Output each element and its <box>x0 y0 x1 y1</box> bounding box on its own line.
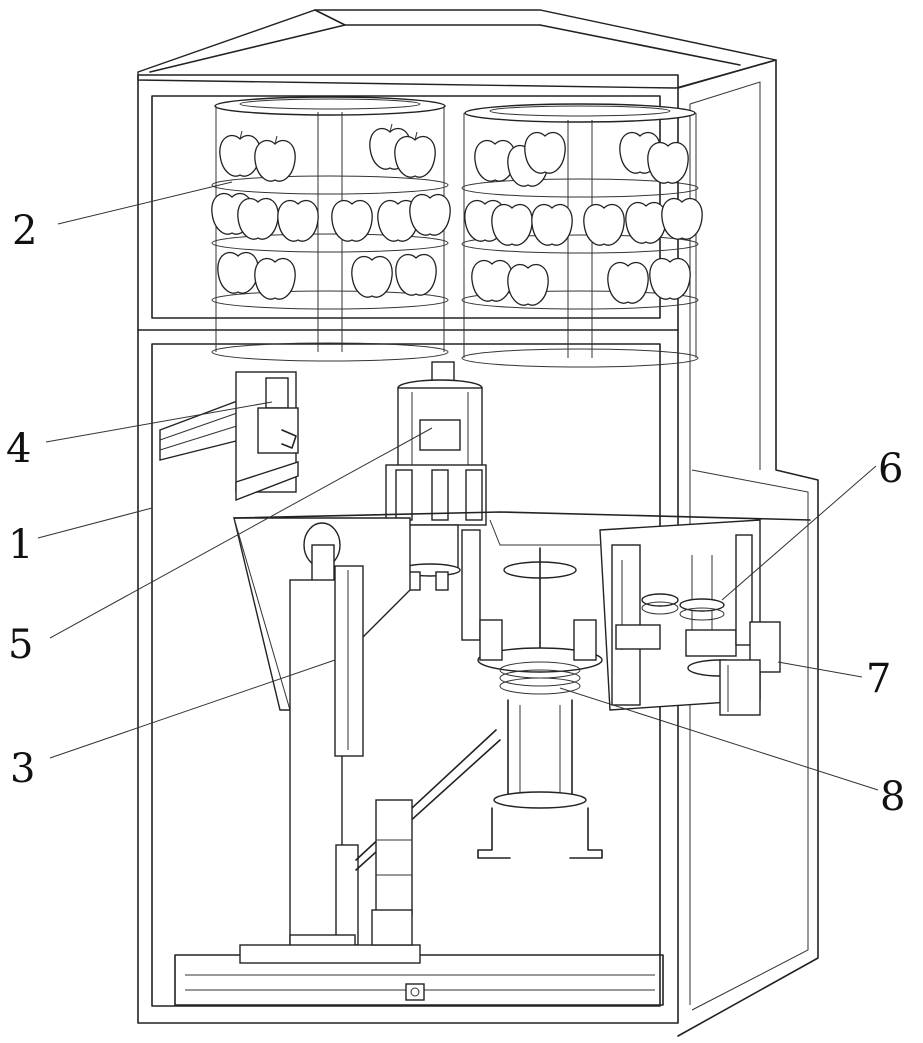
pickup-module <box>160 372 298 500</box>
label-lifting-column: 3 <box>10 746 35 792</box>
label-peeling-station: 6 <box>878 446 903 492</box>
leader-line-2 <box>58 182 232 224</box>
rotating-clamp <box>478 548 602 858</box>
label-pickup-module: 4 <box>6 426 31 472</box>
leader-line-7 <box>778 662 862 677</box>
label-frame: 1 <box>8 522 33 568</box>
cabinet-roof <box>138 10 776 88</box>
label-fruit-storage-rack: 2 <box>12 208 37 254</box>
label-gripper-unit: 5 <box>8 622 33 668</box>
label-side-drive: 7 <box>866 656 891 702</box>
motor <box>356 730 500 945</box>
apples <box>212 124 702 305</box>
label-rotating-clamp: 8 <box>880 774 905 820</box>
leader-line-1 <box>38 508 152 538</box>
